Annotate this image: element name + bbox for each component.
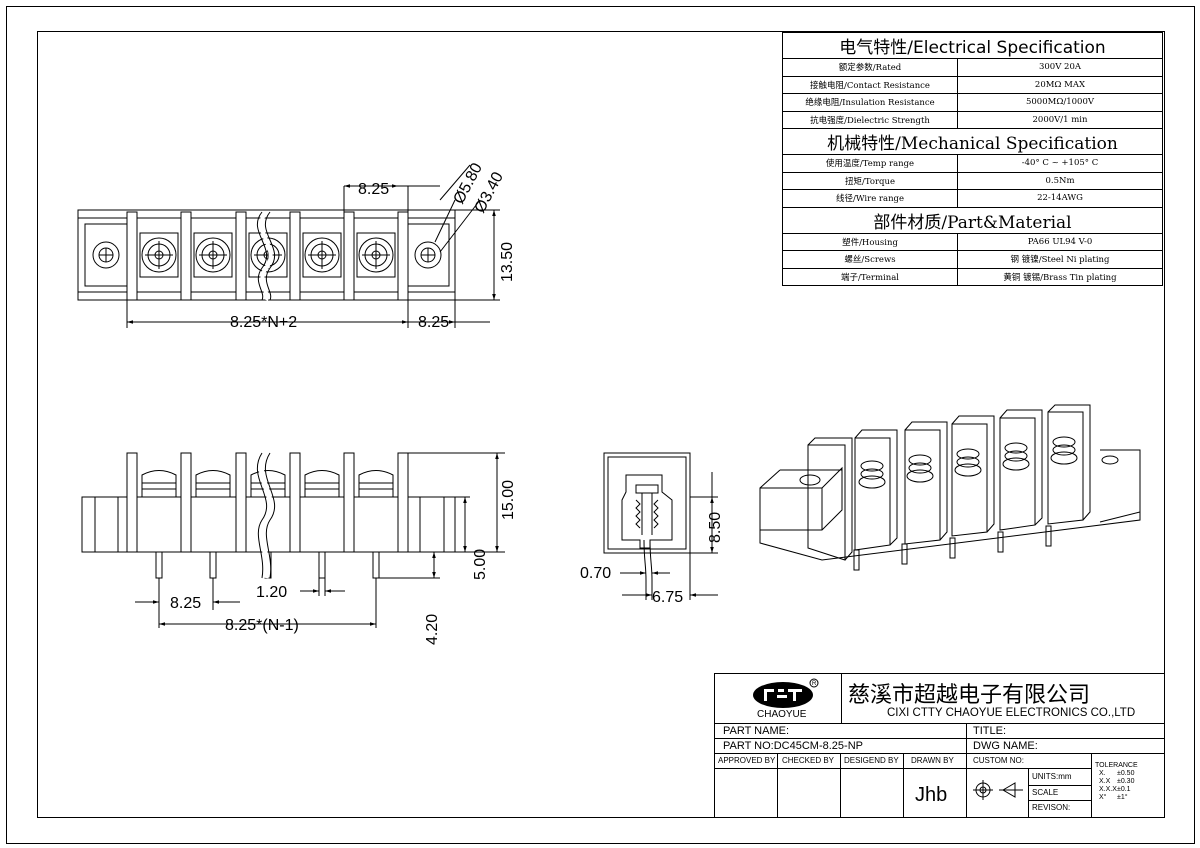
material-title: 部件材质/Part&Material [782,206,1163,234]
inner-frame [37,31,1165,818]
tolerance-row: X.X.X±0.1 [1099,786,1131,793]
iso-screws [858,436,1078,489]
dim-front-height-total: 15.00 [500,480,517,520]
custom-no-label: CUSTOM NO: [973,756,1024,765]
isometric-view [759,404,1141,571]
dim-side-height: 8.50 [707,512,724,543]
projection-symbol-icon [973,780,1023,800]
tolerance-row: X.±0.50 [1099,770,1135,777]
specification-table: 电气特性/Electrical Specification 额定参数/Rated… [782,32,1163,286]
title-label: TITLE: [973,725,1007,737]
side-view [603,452,718,600]
scale-label: SCALE [1032,788,1059,797]
dim-front-pin-width: 1.20 [256,584,287,601]
designed-by-label: DESIGEND BY [844,756,899,765]
dim-top-overall: 8.25*N+2 [230,314,297,331]
iso-pins [853,525,1052,571]
screw-5 [356,232,396,278]
approved-by-label: APPROVED BY [718,756,776,765]
part-name-label: PART NAME: [723,725,790,737]
dim-side-pin-offset: 6.75 [652,589,683,606]
front-view [81,451,505,628]
part-no: PART NO:DC45CM-8.25-NP [723,740,863,752]
company-en: CIXI CTTY CHAOYUE ELECTRONICS CO.,LTD [887,707,1136,719]
electrical-title: 电气特性/Electrical Specification [782,32,1163,59]
mechanical-title: 机械特性/Mechanical Specification [782,128,1163,155]
screw-4 [302,232,342,278]
dim-front-height-base: 5.00 [472,549,489,580]
spec-row: 使用温度/Temp range-40° C ~ +105° C [782,154,1163,173]
tolerance-row: X°±1° [1099,794,1128,801]
dwg-name-label: DWG NAME: [973,740,1038,752]
company-logo: R [753,678,819,708]
title-block: R CHAOYUE 慈溪市超越电子有限公司 CIXI CTTY CHAOYUE … [714,673,1165,818]
dim-top-pitch: 8.25 [358,181,389,198]
dim-top-end: 8.25 [418,314,449,331]
screw-1 [139,232,179,278]
dim-front-pin-span: 8.25*(N-1) [225,617,299,634]
dim-front-pin-pitch: 8.25 [170,595,201,612]
checked-by-label: CHECKED BY [782,756,835,765]
drawn-by-label: DRAWN BY [911,756,954,765]
dim-front-pin-len: 4.20 [424,614,441,645]
dim-top-height: 13.50 [499,242,516,282]
svg-text:R: R [812,681,817,687]
dim-side-pin-thick: 0.70 [580,565,611,582]
tolerance-row: X.X±0.30 [1099,778,1135,785]
revison-label: REVISON: [1032,803,1071,812]
screw-2 [193,232,233,278]
front-screws [141,470,394,498]
top-view [77,164,500,328]
tolerance-block: TOLERANCE X.±0.50 X.X±0.30 X.X.X±0.1 X°±… [1095,762,1163,802]
outer-frame [6,6,1195,844]
drawn-by-value: Jhb [915,784,948,806]
brand-name: CHAOYUE [757,709,807,720]
units-label: UNITS:mm [1032,772,1072,781]
company-cn: 慈溪市超越电子有限公司 [848,682,1091,707]
